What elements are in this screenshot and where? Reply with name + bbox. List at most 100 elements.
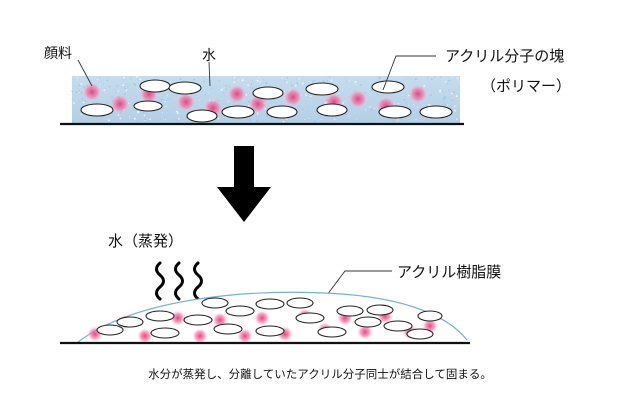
water-speckle (81, 97, 84, 100)
water-speckle (76, 87, 78, 89)
water-speckle (451, 76, 453, 78)
water-speckle (80, 113, 82, 115)
water-speckle (228, 86, 230, 88)
water-speckle (306, 106, 308, 108)
water-speckle (270, 116, 273, 119)
water-speckle (167, 98, 169, 100)
polymer-ellipse (378, 105, 412, 119)
water-speckle (162, 112, 164, 114)
water-speckle (397, 103, 400, 105)
water-speckle (298, 106, 301, 108)
polymer-ellipse (266, 105, 298, 119)
water-speckle (177, 112, 179, 115)
water-speckle (313, 80, 315, 82)
water-speckle (164, 119, 166, 121)
water-speckle (447, 116, 449, 118)
water-speckle (169, 97, 171, 99)
water-speckle (449, 84, 451, 86)
water-speckle (243, 101, 245, 103)
water-speckle (444, 96, 447, 99)
water-speckle (323, 80, 325, 82)
pigment-dot (227, 84, 247, 104)
water-speckle (104, 92, 106, 94)
water-speckle (439, 90, 441, 93)
polymer-particles-bottom (96, 297, 443, 340)
water-speckle (185, 121, 187, 123)
water-speckle (123, 93, 126, 96)
water-speckle (80, 83, 83, 85)
water-speckle (249, 86, 251, 88)
polymer-ellipse (133, 100, 163, 112)
water-speckle (282, 77, 283, 79)
water-speckle (72, 120, 75, 122)
water-speckle (248, 119, 251, 122)
water-speckle (71, 98, 73, 100)
water-speckle (259, 81, 261, 83)
water-speckle (452, 97, 454, 99)
water-speckle (98, 83, 100, 85)
water-speckle (228, 100, 230, 102)
polymer-ellipse (186, 109, 218, 123)
water-speckle (408, 115, 411, 118)
water-speckle (218, 80, 221, 82)
water-speckle (429, 94, 432, 97)
water-speckle (331, 76, 333, 78)
water-speckle (440, 76, 442, 78)
water-speckle (206, 77, 208, 79)
water-speckle (220, 88, 223, 91)
polymer-ellipse (168, 81, 202, 95)
water-speckle (137, 110, 140, 113)
polymer-ellipse (255, 298, 285, 310)
water-speckle (334, 119, 336, 121)
water-speckle (415, 78, 417, 80)
water-speckle (233, 76, 236, 79)
polymer-ellipse (305, 82, 339, 96)
water-speckle (197, 97, 199, 99)
water-speckle (301, 82, 303, 84)
water-speckle (415, 119, 417, 121)
water-speckle (130, 77, 132, 80)
water-speckle (167, 110, 169, 112)
water-speckle (401, 77, 403, 79)
water-speckle (130, 115, 133, 117)
polymer-ellipse (139, 79, 171, 93)
water-speckle (173, 108, 175, 110)
water-speckle (313, 120, 316, 123)
water-speckle (364, 108, 367, 111)
water-speckle (441, 90, 444, 93)
water-speckle (326, 79, 328, 82)
film-leader-line (326, 270, 392, 296)
water-speckle (290, 84, 293, 87)
water-speckle (144, 118, 146, 120)
water-speckle (258, 76, 260, 78)
water-speckle (225, 85, 227, 87)
water-speckle (451, 99, 454, 101)
water-speckle (433, 76, 436, 78)
water-speckle (199, 77, 201, 79)
polymer-ellipse (225, 305, 255, 317)
water-speckle (208, 92, 209, 94)
water-speckle (263, 78, 265, 80)
water-speckle (265, 82, 268, 84)
water-speckle (117, 84, 119, 87)
water-speckle (320, 81, 322, 83)
water-speckle (349, 80, 351, 82)
water-speckle (75, 91, 78, 94)
pigment-dot (237, 328, 253, 344)
water-speckle (285, 118, 288, 120)
water-speckle (447, 83, 449, 85)
water-speckle (79, 91, 81, 93)
water-speckle (124, 86, 126, 88)
polymer-ellipse (116, 316, 144, 328)
pigment-dot (110, 94, 130, 114)
polymer-ellipse (371, 80, 405, 94)
water-speckle (404, 89, 405, 91)
water-speckle (431, 78, 433, 81)
water-speckle (149, 118, 151, 120)
water-speckle (101, 81, 103, 83)
water-speckle (413, 103, 415, 105)
water-speckle (355, 83, 357, 85)
water-speckle (173, 118, 175, 120)
water-speckle (159, 118, 161, 121)
water-speckle (308, 93, 310, 95)
